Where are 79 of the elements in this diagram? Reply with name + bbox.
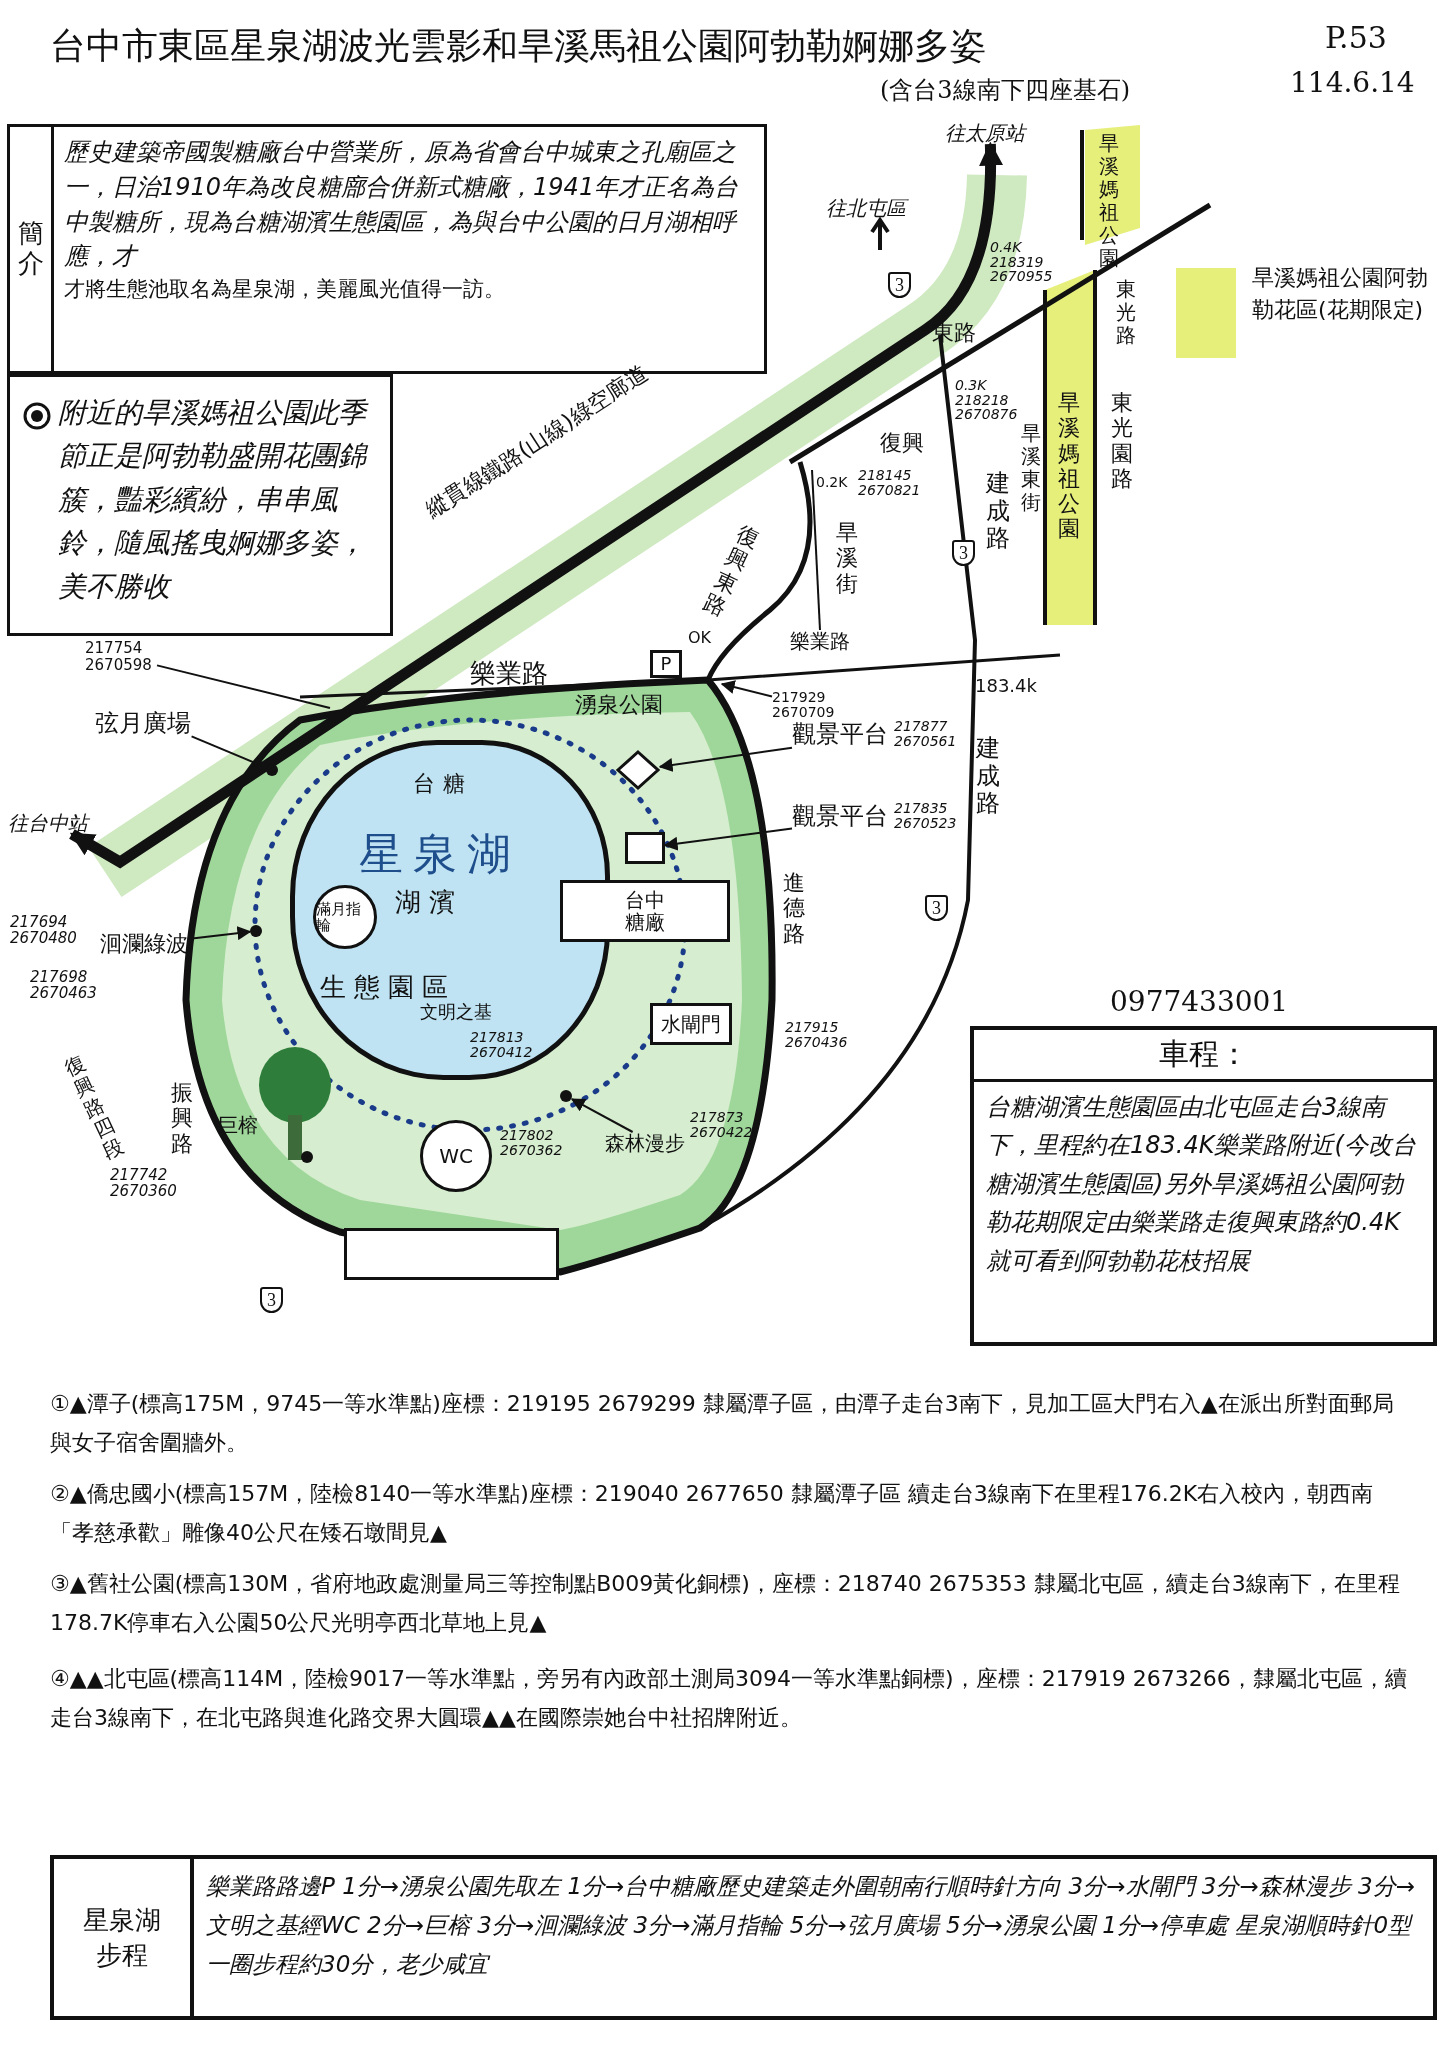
building-block: 台中 糖廠 xyxy=(560,880,730,942)
handwritten-text: 附近的旱溪媽祖公園此季節正是阿勃勒盛開花團錦簇，豔彩繽紛，串串風鈴，隨風搖曳婀娜多姿，美不勝收 xyxy=(58,391,378,619)
place-label: 觀景平台 xyxy=(792,719,888,750)
road-label: 建成路 xyxy=(985,470,1012,553)
place-label: 生態園區 xyxy=(320,971,456,1003)
road-label: 復興東路 xyxy=(699,520,764,622)
distance-label: 183.4k xyxy=(975,675,1037,696)
place-label: 往台中站 xyxy=(8,812,98,834)
coordinate-label: 0.4K 218319 2670955 xyxy=(990,240,1054,285)
coordinate-label: 0.3K 218218 2670876 xyxy=(955,378,1019,423)
coordinate-label: 217694 2670480 xyxy=(10,915,74,947)
benchmark-note: ②▲僑忠國小(標高157M，陸檢8140一等水準點)座標：219040 2677650 隸屬潭子區 續走台3線南下在里程176.2K右入校內，朝西南「孝慈承歡」雕像40公尺在矮石墩間見▲ xyxy=(50,1480,1375,1547)
phone-number: 0977433001 xyxy=(1110,985,1289,1018)
sluice-gate-block: 水閘門 xyxy=(650,1003,732,1045)
road-label: 復興路四段 xyxy=(60,1050,129,1165)
coordinate-label: 217802 2670362 xyxy=(500,1128,564,1158)
road-label: OK xyxy=(688,628,712,647)
coordinate-label: 0.2K xyxy=(816,474,848,490)
date-text: 114.6.14 xyxy=(1290,66,1415,99)
place-label: 往太原站 xyxy=(945,122,1035,144)
legend-text: 旱溪媽祖公園阿勃勒花區(花期限定) xyxy=(1252,264,1429,324)
road-label: 振興路 xyxy=(170,1080,195,1156)
viewing-platform xyxy=(616,750,660,790)
handwritten-text: 歷史建築帝國製糖廠台中營業所，原為省會台中城東之孔廟區之一，日治1910年為改良糖廍合併新式糖廠，1941年才正名為台中製糖所，現為台糖湖濱生態園區，為與台中公園的日月湖相呼應，才 xyxy=(64,137,740,273)
subtitle: (含台3線南下四座基石) xyxy=(880,75,1130,106)
place-label: 台糖 xyxy=(413,770,473,798)
coordinate-label: 217835 2670523 xyxy=(894,801,956,831)
handwritten-text: 台糖湖濱生態園區由北屯區走台3線南下，里程約在183.4K樂業路附近(今改台糖湖濱生態園區)另外旱溪媽祖公園阿勃勒花期限定由樂業路走復興東路約0.4K就可看到阿勃勒花枝招展 xyxy=(985,1092,1417,1277)
road-label: 進德路 xyxy=(782,870,807,946)
place-label: 弦月廣場 xyxy=(95,710,225,737)
note-panel xyxy=(7,374,393,636)
leader-line xyxy=(570,1098,634,1133)
coordinate-label: 217877 2670561 xyxy=(894,719,956,749)
benchmark-note: ①▲潭子(標高175M，9745一等水準點)座標：219195 2679299 隸屬潭子區，由潭子走台3南下，見加工區大門右入▲在派出所對面郵局與女子宿舍圍牆外。 xyxy=(50,1390,1395,1457)
coordinate-label: 217915 2670436 xyxy=(785,1020,849,1050)
road-label: 復興 xyxy=(880,429,924,457)
place-label: 217754 2670598 xyxy=(85,640,157,673)
route-shield: 3 xyxy=(952,540,975,566)
parking-sign: P xyxy=(650,650,682,678)
place-label: 湧泉公園 xyxy=(575,691,663,719)
road-label: 樂業路 xyxy=(790,628,850,655)
place-label: 217929 2670709 xyxy=(772,690,844,721)
leader-line xyxy=(663,827,793,851)
panel-heading: 星泉湖步程 xyxy=(54,1859,194,2016)
body-text: 才將生態池取名為星泉湖，美麗風光值得一訪。 xyxy=(64,276,506,304)
place-label: 洄瀾綠波 xyxy=(100,932,190,957)
walk-panel xyxy=(50,1855,1437,2020)
place-label: 文明之基 xyxy=(420,1000,492,1024)
coordinate-label: 217742 2670360 xyxy=(110,1168,174,1200)
benchmark-note: ③▲舊社公園(標高130M，省府地政處測量局三等控制點B009黃化銅標)，座標：218740 2675353 隸屬北屯區，續走台3線南下，在里程178.7K停車右入公園50公尺光明亭西北草地上見▲ xyxy=(50,1570,1401,1637)
route-panel xyxy=(970,1026,1437,1346)
coordinate-label: 218145 2670821 xyxy=(858,468,922,498)
road-label: 東光路 xyxy=(1115,278,1137,347)
panel-heading: 車程： xyxy=(974,1030,1433,1082)
coordinate-label: 217698 2670463 xyxy=(30,970,94,1002)
road-label: 東光園路 xyxy=(1110,390,1135,492)
signboard-block xyxy=(344,1228,559,1280)
road-label: 建成路 xyxy=(975,735,1002,818)
road-label: 樂業路 xyxy=(470,657,548,690)
panel-heading: 簡介 xyxy=(16,219,45,279)
lake-name: 星泉湖 xyxy=(359,827,521,881)
leader-line xyxy=(720,680,773,698)
leader-line xyxy=(658,746,793,772)
viewing-platform xyxy=(625,832,665,864)
handwritten-text: 樂業路路邊P 1分→湧泉公園先取左 1分→台中糖廠歷史建築走外圍朝南行順時針方向 3分→水閘門 3分→森林漫步 3分→文明之基經WC 2分→巨榕 3分→洄瀾綠波 3分→滿月指輪 5分→弦月廣場 5分→湧泉公園 1分→停車處 星泉湖順時針0型一圈步程約30分，老少咸宜 xyxy=(206,1872,1416,1980)
place-label: 湖濱 xyxy=(395,886,463,919)
route-shield: 3 xyxy=(888,272,911,298)
leader-line xyxy=(156,664,331,709)
coordinate-label: 217813 2670412 xyxy=(470,1030,534,1060)
route-shield: 3 xyxy=(925,895,948,921)
title: 台中市東區星泉湖波光雲影和旱溪馬祖公園阿勃勒婀娜多姿 xyxy=(50,24,986,68)
coordinate-label: 217873 2670422 xyxy=(690,1110,754,1140)
benchmark-note: ④▲▲北屯區(標高114M，陸檢9017一等水準點，旁另有內政部土測局3094一等水準點銅標)，座標：217919 2673266，隸屬北屯區，續走台3線南下，在北屯路與進化路交界大圓環▲▲在國際崇她台中社招牌附近。 xyxy=(50,1665,1408,1732)
route-shield: 3 xyxy=(260,1287,283,1313)
road-label: 旱溪東街 xyxy=(1020,422,1042,514)
page-number: P.53 xyxy=(1325,20,1387,55)
place-label: 觀景平台 xyxy=(792,801,888,832)
place-label: 旱溪媽祖公園 xyxy=(1057,390,1082,542)
road-label: 旱溪街 xyxy=(835,520,860,596)
